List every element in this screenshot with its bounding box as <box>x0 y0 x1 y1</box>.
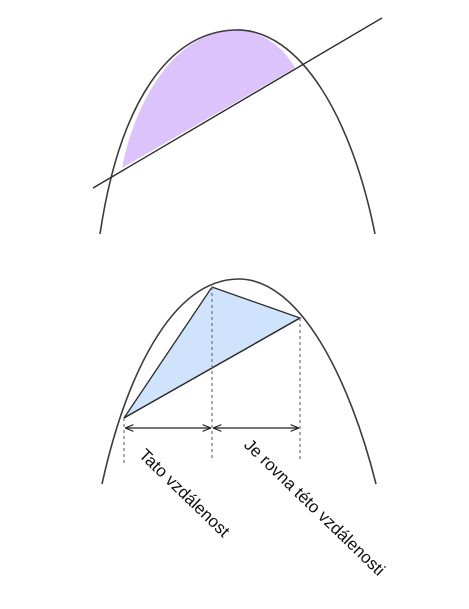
right-distance-label: Je rovna této vzdálenosti <box>240 435 388 579</box>
left-distance-label: Tato vzdálenost <box>135 445 233 541</box>
bottom-parabola-curve <box>101 278 377 485</box>
top-figure <box>92 17 383 235</box>
parabolic-segment-fill <box>122 30 295 168</box>
bottom-figure: Tato vzdálenost Je rovna této vzdálenost… <box>101 278 389 580</box>
top-chord-line <box>92 17 383 189</box>
top-parabola-curve <box>99 29 376 235</box>
